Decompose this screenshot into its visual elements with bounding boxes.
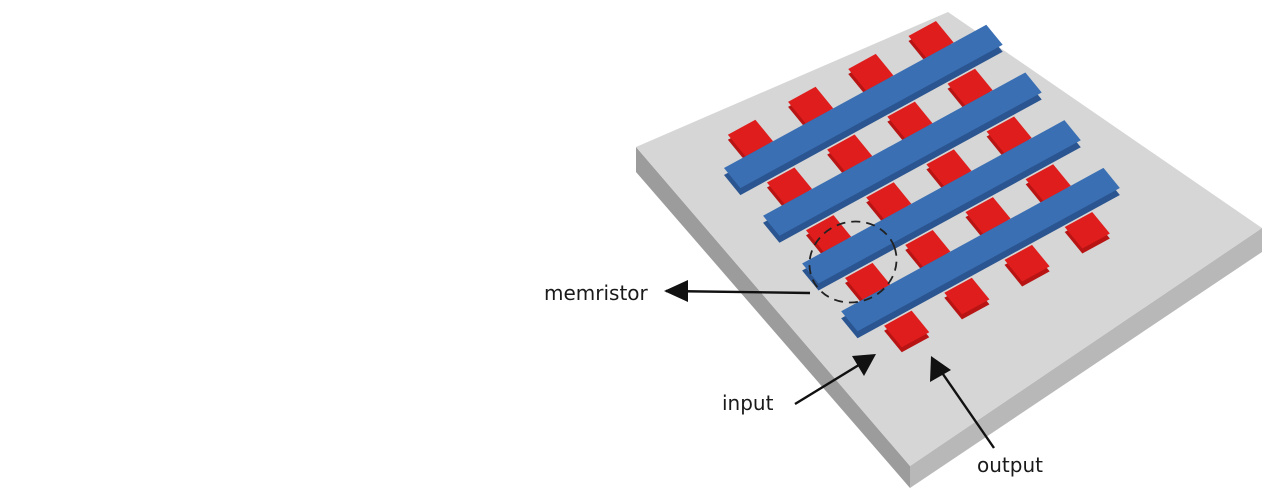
output-line-segment: [788, 86, 834, 124]
input-label: input: [722, 391, 774, 415]
output-line-segment: [884, 310, 930, 348]
output-line-segment: [866, 182, 912, 219]
memristor-label: memristor: [544, 281, 649, 305]
output-line-segment: [766, 167, 813, 205]
output-line-segment: [848, 53, 894, 91]
substrate-top: [636, 12, 1262, 466]
input-line: [763, 72, 1042, 236]
output-line-segment: [827, 134, 873, 172]
output-line-segment: [947, 68, 993, 106]
output-line-segment: [905, 230, 951, 267]
substrate: [636, 12, 1262, 488]
input-line: [724, 24, 1003, 189]
output-line-segment: [908, 21, 954, 58]
input-arrowhead-icon: [852, 354, 876, 376]
output-line-segment: [887, 101, 933, 139]
output-arrow-icon: [935, 363, 995, 449]
substrate-left-side: [636, 147, 910, 488]
output-line-segment: [926, 149, 972, 186]
output-line-segment: [727, 119, 774, 157]
output-line-segment: [1064, 211, 1110, 249]
output-line-segment: [845, 262, 891, 300]
input-line: [802, 120, 1081, 284]
output-line-segment: [965, 197, 1011, 234]
substrate-front-side: [910, 228, 1262, 488]
input-arrow-icon: [794, 358, 868, 406]
output-line-segment: [1025, 164, 1071, 201]
annotation-arrows: [664, 280, 995, 449]
memristor-arrowhead-icon: [664, 280, 688, 302]
output-line-segment: [1004, 244, 1050, 282]
memristor-arrow-icon: [665, 289, 811, 295]
memristor-highlight-circle: [808, 220, 898, 304]
crossbar-array: [724, 21, 1120, 353]
output-line-segment: [986, 116, 1032, 154]
output-arrowhead-icon: [930, 356, 951, 382]
output-line-segment: [944, 277, 990, 315]
input-line: [841, 167, 1120, 332]
output-label: output: [977, 453, 1043, 477]
